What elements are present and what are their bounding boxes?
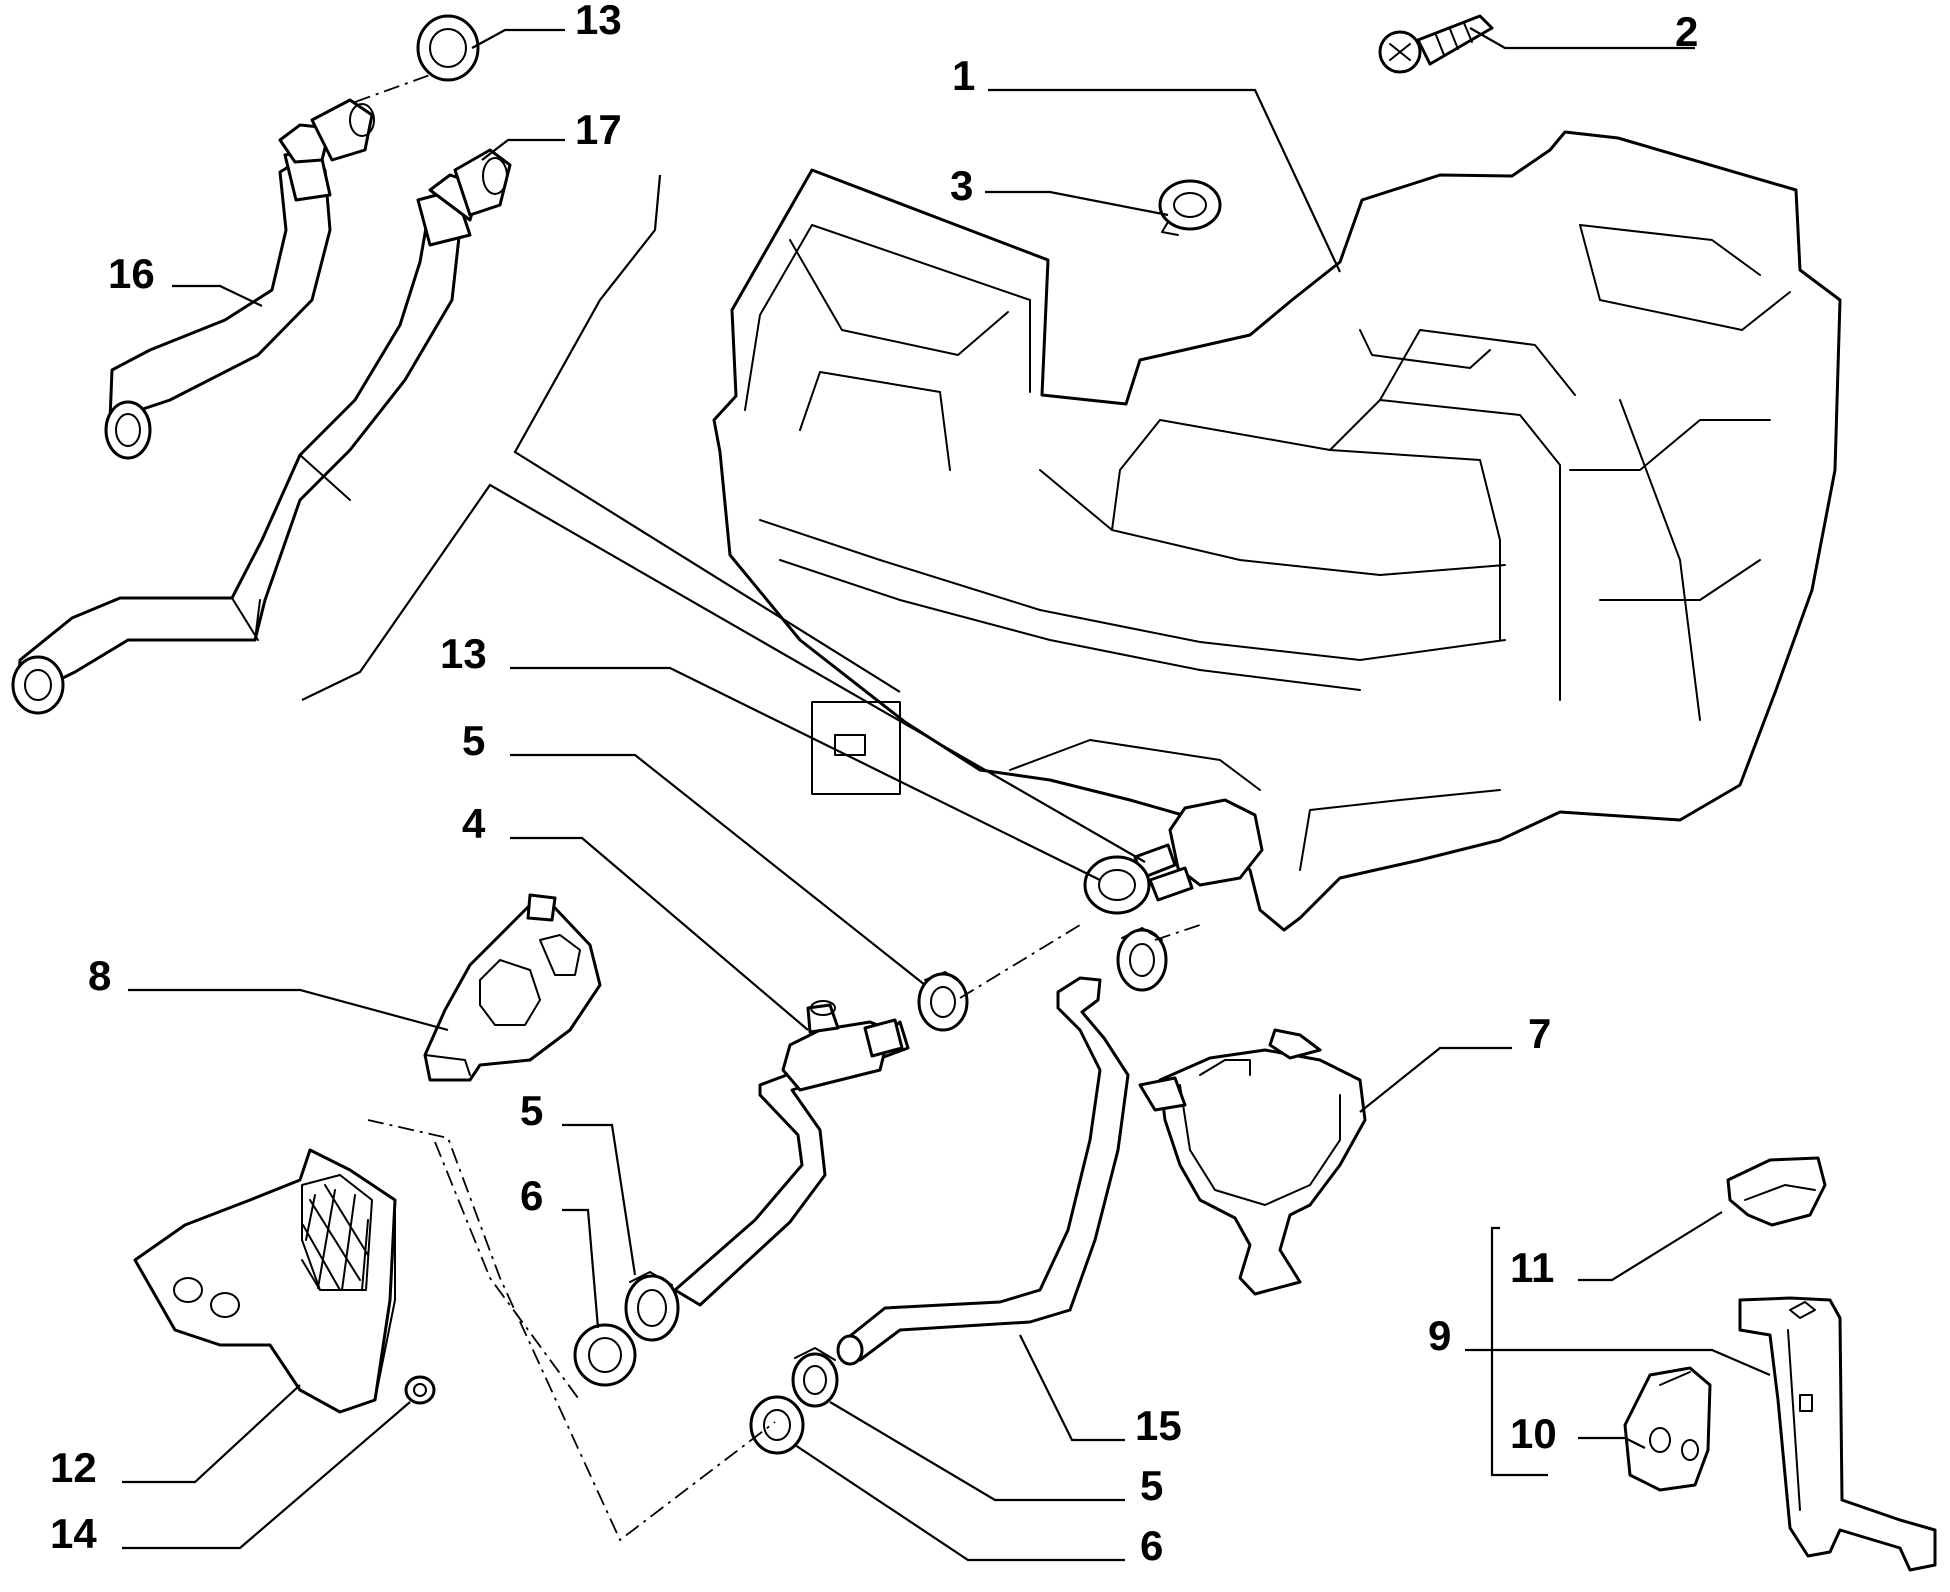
callout-13-top: 13 xyxy=(575,0,622,43)
clamp-5-lower-left xyxy=(624,1271,680,1342)
callout-7: 7 xyxy=(1528,1010,1551,1057)
tee-pipe-part-4 xyxy=(673,1000,910,1307)
callout-11: 11 xyxy=(1510,1244,1554,1291)
valve-outlet xyxy=(1133,798,1264,902)
callout-5-upper: 5 xyxy=(462,717,485,764)
callout-labels: 1 2 3 4 5 5 5 6 6 7 8 9 10 11 12 13 13 1… xyxy=(50,0,1698,1569)
callout-14: 14 xyxy=(50,1510,97,1557)
clip-part-11 xyxy=(1726,1156,1827,1227)
callout-17: 17 xyxy=(575,106,622,153)
hose-part-16 xyxy=(104,98,375,460)
clip-part-8 xyxy=(423,893,602,1082)
callout-9: 9 xyxy=(1428,1312,1451,1359)
clip-part-3 xyxy=(1158,179,1222,236)
hose-part-15 xyxy=(836,976,1130,1366)
seal-ring-13-mid xyxy=(1083,855,1151,915)
callout-2: 2 xyxy=(1675,8,1698,55)
callout-12: 12 xyxy=(50,1444,97,1491)
callout-8: 8 xyxy=(88,952,111,999)
callout-6-right: 6 xyxy=(1140,1522,1163,1569)
callout-1: 1 xyxy=(952,52,975,99)
clamp-5-lower-mid xyxy=(791,1347,839,1408)
seal-ring-13-top xyxy=(416,14,480,82)
callout-10: 10 xyxy=(1510,1410,1557,1457)
nut-part-14 xyxy=(404,1375,436,1405)
seal-ring-6-mid xyxy=(749,1395,805,1455)
bracket-part-9 xyxy=(1738,1296,1937,1572)
clamp-5-upper xyxy=(917,971,969,1032)
callout-16: 16 xyxy=(108,250,155,297)
assembly-lines xyxy=(301,74,1548,1542)
callout-6-left: 6 xyxy=(520,1172,543,1219)
hose-part-17 xyxy=(11,148,512,715)
clamp-5-right xyxy=(1116,927,1168,992)
flange-part-12 xyxy=(133,1148,397,1414)
callout-15: 15 xyxy=(1135,1402,1182,1449)
callout-3: 3 xyxy=(950,162,973,209)
seal-ring-6-left xyxy=(573,1323,637,1387)
heater-housing xyxy=(712,130,1842,932)
callout-5-right: 5 xyxy=(1140,1462,1163,1509)
leader-lines xyxy=(122,27,1771,1562)
callout-5-left: 5 xyxy=(520,1087,543,1134)
callout-13-mid: 13 xyxy=(440,630,487,677)
callout-4: 4 xyxy=(462,800,486,847)
bracket-clamp-part-7 xyxy=(1138,1028,1367,1296)
screw-part xyxy=(1378,14,1494,74)
clip-part-10 xyxy=(1623,1366,1712,1492)
